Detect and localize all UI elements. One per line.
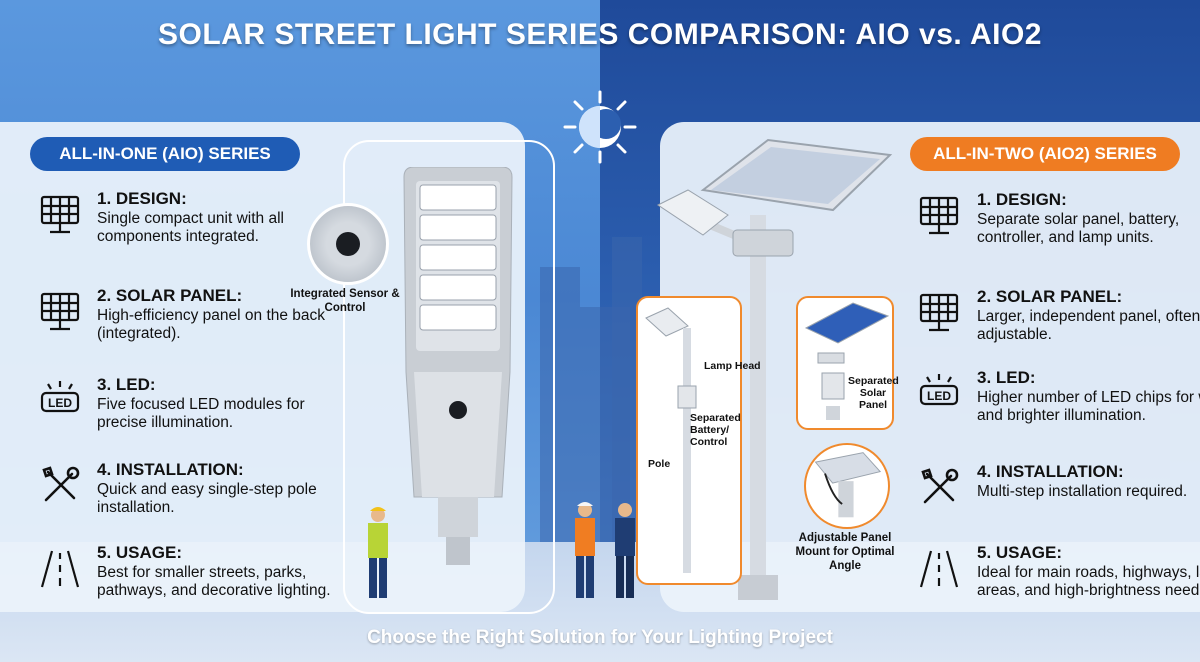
engineer-figure — [358, 505, 398, 605]
building — [540, 267, 580, 567]
feature-item: 4. INSTALLATION: Quick and easy single-st… — [97, 460, 357, 517]
road-icon — [915, 545, 963, 593]
feature-heading: 4. INSTALLATION: — [977, 462, 1124, 481]
businessman-figure — [605, 500, 645, 605]
feature-heading: 3. LED: — [977, 368, 1036, 387]
feature-heading: 5. USAGE: — [97, 543, 183, 562]
feature-heading: 1. DESIGN: — [97, 189, 187, 208]
feature-heading: 2. SOLAR PANEL: — [977, 287, 1123, 306]
aio2-pole-image — [628, 135, 918, 605]
feature-item: 1. DESIGN: Separate solar panel, battery,… — [977, 190, 1200, 247]
feature-item: 2. SOLAR PANEL: Larger, independent panel… — [977, 287, 1200, 344]
feature-item: 4. INSTALLATION: Multi-step installation … — [977, 462, 1200, 501]
aio2-exploded-view — [636, 296, 742, 585]
svg-text:LED: LED — [48, 396, 72, 410]
sensor-zoom-callout — [307, 203, 389, 285]
feature-description: Best for smaller streets, parks, pathway… — [97, 564, 331, 599]
feature-heading: 3. LED: — [97, 375, 156, 394]
aio2-series-badge: ALL-IN-TWO (AIO2) SERIES — [910, 137, 1180, 171]
sensor-icon — [336, 232, 360, 256]
footer-tagline: Choose the Right Solution for Your Light… — [367, 627, 833, 648]
solar-panel-icon — [36, 191, 84, 239]
svg-text:LED: LED — [927, 389, 951, 403]
feature-description: Quick and easy single-step pole installa… — [97, 481, 317, 516]
solar-panel-label: Separated Solar Panel — [848, 375, 899, 411]
adjustable-mount-label: Adjustable Panel Mount for Optimal Angle — [795, 532, 895, 572]
lamp-head-label: Lamp Head — [704, 360, 761, 372]
solar-panel-icon — [915, 192, 963, 240]
feature-item: 3. LED: Five focused LED modules for prec… — [97, 375, 357, 432]
feature-item: 5. USAGE: Best for smaller streets, parks… — [97, 543, 357, 600]
feature-heading: 2. SOLAR PANEL: — [97, 286, 243, 305]
feature-description: Larger, independent panel, often adjusta… — [977, 308, 1200, 343]
feature-description: Five focused LED modules for precise ill… — [97, 396, 305, 431]
feature-item: 2. SOLAR PANEL: High-efficiency panel on … — [97, 286, 357, 343]
led-icon: LED — [915, 370, 963, 418]
aio-series-badge: ALL-IN-ONE (AIO) SERIES — [30, 137, 300, 171]
feature-description: Separate solar panel, battery, controlle… — [977, 211, 1180, 246]
feature-item: 1. DESIGN: Single compact unit with all c… — [97, 189, 357, 246]
feature-heading: 1. DESIGN: — [977, 190, 1067, 209]
feature-heading: 5. USAGE: — [977, 543, 1063, 562]
pole-label: Pole — [648, 458, 671, 470]
engineer-figure — [565, 500, 605, 605]
aio2-components-view — [796, 296, 894, 430]
solar-panel-icon — [915, 289, 963, 337]
adjustable-mount-zoom — [804, 443, 890, 529]
tools-icon — [915, 464, 963, 512]
aio-lamp-image — [398, 166, 518, 565]
solar-panel-icon — [36, 288, 84, 336]
feature-item: 5. USAGE: Ideal for main roads, highways,… — [977, 543, 1200, 600]
led-icon: LED — [36, 377, 84, 425]
feature-description: Ideal for main roads, highways, larger a… — [977, 564, 1200, 599]
feature-description: Single compact unit with all components … — [97, 210, 284, 245]
road-icon — [36, 545, 84, 593]
battery-control-label: Separated Battery/ Control — [690, 412, 741, 448]
aio-product-frame — [343, 140, 555, 614]
tools-icon — [36, 462, 84, 510]
feature-item: 3. LED: Higher number of LED chips for wi… — [977, 368, 1200, 425]
sun-moon-icon — [563, 90, 637, 164]
page-title: SOLAR STREET LIGHT SERIES COMPARISON: AI… — [158, 18, 1042, 51]
feature-description: High-efficiency panel on the back (integ… — [97, 307, 326, 342]
feature-description: Higher number of LED chips for wider and… — [977, 389, 1200, 424]
feature-heading: 4. INSTALLATION: — [97, 460, 244, 479]
feature-description: Multi-step installation required. — [977, 483, 1188, 500]
sensor-label: Integrated Sensor & Control — [290, 288, 400, 314]
